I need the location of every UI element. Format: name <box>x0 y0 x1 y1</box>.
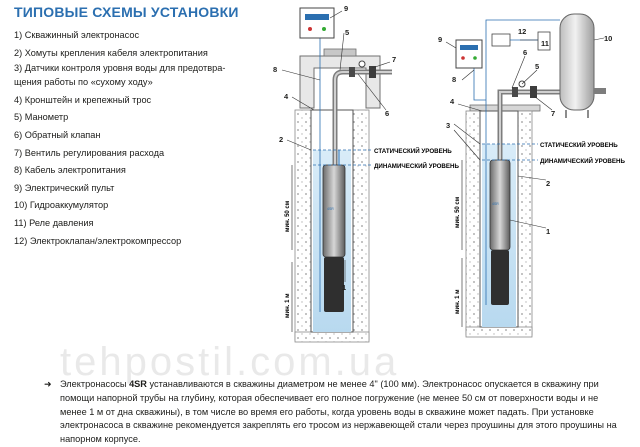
callout-9: 9 <box>438 35 442 44</box>
panel-indicator <box>322 27 326 31</box>
dynamic-level-label: ДИНАМИЧЕСКИЙ УРОВЕНЬ <box>540 157 625 165</box>
callout-1: 1 <box>342 283 346 292</box>
pump-motor <box>491 250 509 305</box>
callout-11: 11 <box>541 39 549 48</box>
tank-outlet-pipe <box>594 88 606 94</box>
dimension-min-1m: мин. 1 м <box>455 289 461 314</box>
callout-4: 4 <box>284 92 289 101</box>
page-title: ТИПОВЫЕ СХЕМЫ УСТАНОВКИ <box>14 4 239 20</box>
callout-1: 1 <box>546 227 550 236</box>
dimension-min-1m: мин. 1 м <box>285 293 291 318</box>
callout-7: 7 <box>392 55 396 64</box>
callout-12: 12 <box>518 27 526 36</box>
note-model: 4SR <box>129 379 147 389</box>
pump-brand: 4SR <box>492 202 499 206</box>
pump-motor <box>324 257 344 312</box>
legend-item: 10) Гидроаккумулятор <box>14 200 109 211</box>
soil-wall-right <box>352 109 370 341</box>
note-text-part: Электронасосы <box>60 379 130 389</box>
pump-brand: 4SR <box>327 207 334 211</box>
well-bottom <box>465 326 533 338</box>
electric-panel <box>299 7 335 39</box>
dimension-min-50cm: мин. 50 см <box>285 200 291 232</box>
legend-item: 1) Скважинный электронасос <box>14 30 140 40</box>
callout-10: 10 <box>604 34 612 43</box>
pit-chamber <box>299 55 381 109</box>
static-level-label: СТАТИЧЕСКИЙ УРОВЕНЬ <box>374 147 452 155</box>
electric-panel <box>455 39 483 69</box>
legend-item: 8) Кабель электропитания <box>14 165 126 176</box>
legend-list: 1) Скважинный электронасос 2) Хомуты кре… <box>14 27 254 250</box>
legend-item: 2) Хомуты крепления кабеля электропитани… <box>14 47 208 58</box>
flow-valve <box>369 66 376 78</box>
legend-item: 4) Кронштейн и крепежный трос <box>14 94 152 105</box>
installation-note: ➜ Электронасосы 4SR устанавливаются в ск… <box>44 378 620 447</box>
dimension-min-50cm: мин. 50 см <box>455 196 461 228</box>
callout-9: 9 <box>344 4 348 13</box>
panel-display <box>460 45 478 50</box>
right-installation: 4SR СТАТИЧЕСКИЙ УРОВЕНЬ ДИНАМИЧЕСКИЙ УРО… <box>438 13 625 338</box>
callout-3: 3 <box>446 121 450 130</box>
flow-valve <box>530 86 537 98</box>
legend-item: 5) Манометр <box>14 112 69 123</box>
panel-indicator <box>461 56 465 60</box>
callout-8: 8 <box>452 75 456 84</box>
callout-8: 8 <box>273 65 277 74</box>
pressure-tank <box>559 13 595 111</box>
pit-cover <box>323 48 357 57</box>
legend-item: щения работы по «сухому ходу» <box>14 77 153 88</box>
manometer-gauge <box>358 60 366 68</box>
panel-display <box>305 14 329 20</box>
soil-wall-right <box>517 110 533 336</box>
pressure-switch <box>537 31 551 51</box>
panel-indicator <box>473 56 477 60</box>
legend-item: 12) Электроклапан/электрокомпрессор <box>14 235 182 246</box>
watermark: tehpostil.com.ua <box>60 340 400 384</box>
legend-item: 6) Обратный клапан <box>14 129 101 140</box>
static-level-label: СТАТИЧЕСКИЙ УРОВЕНЬ <box>540 141 618 149</box>
callout-6: 6 <box>523 48 527 57</box>
solenoid-valve <box>491 33 511 47</box>
legend-item: 3) Датчики контроля уровня воды для пред… <box>14 63 226 74</box>
power-cable <box>485 19 560 111</box>
check-valve <box>512 87 518 97</box>
ground-slab <box>469 104 541 112</box>
legend-item: 9) Электрический пульт <box>14 182 115 193</box>
callout-4: 4 <box>450 97 455 106</box>
callout-5: 5 <box>535 62 539 71</box>
note-arrow-icon: ➜ <box>44 379 52 389</box>
legend-item: 11) Реле давления <box>14 217 94 228</box>
callout-7: 7 <box>551 109 555 118</box>
check-valve <box>349 67 355 77</box>
left-installation: 4SR СТАТИЧЕСКИЙ УРОВЕНЬ ДИНАМИЧЕСКИЙ УРО… <box>273 4 459 343</box>
callout-5: 5 <box>345 28 349 37</box>
callout-6: 6 <box>385 109 389 118</box>
discharge-pipe-highlight <box>334 71 392 165</box>
callout-2: 2 <box>546 179 550 188</box>
legend-item: 7) Вентиль регулирования расхода <box>14 147 165 158</box>
note-text-part: устанавливаются в скважины диаметром не … <box>60 379 617 445</box>
callout-2: 2 <box>279 135 283 144</box>
soil-wall-left <box>465 110 481 336</box>
panel-indicator <box>308 27 312 31</box>
dynamic-level-label: ДИНАМИЧЕСКИЙ УРОВЕНЬ <box>374 162 459 170</box>
pump-body <box>322 164 346 258</box>
